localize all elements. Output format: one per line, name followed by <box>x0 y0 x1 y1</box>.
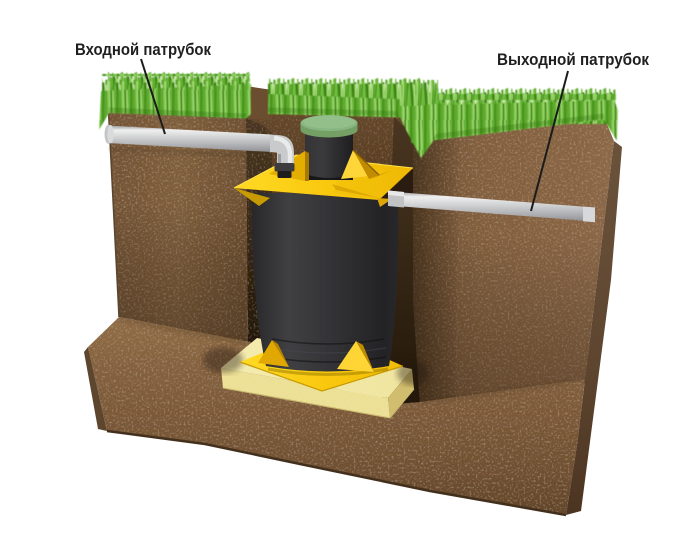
svg-text:Входной патрубок: Входной патрубок <box>75 40 211 59</box>
svg-text:Выходной патрубок: Выходной патрубок <box>497 50 649 69</box>
